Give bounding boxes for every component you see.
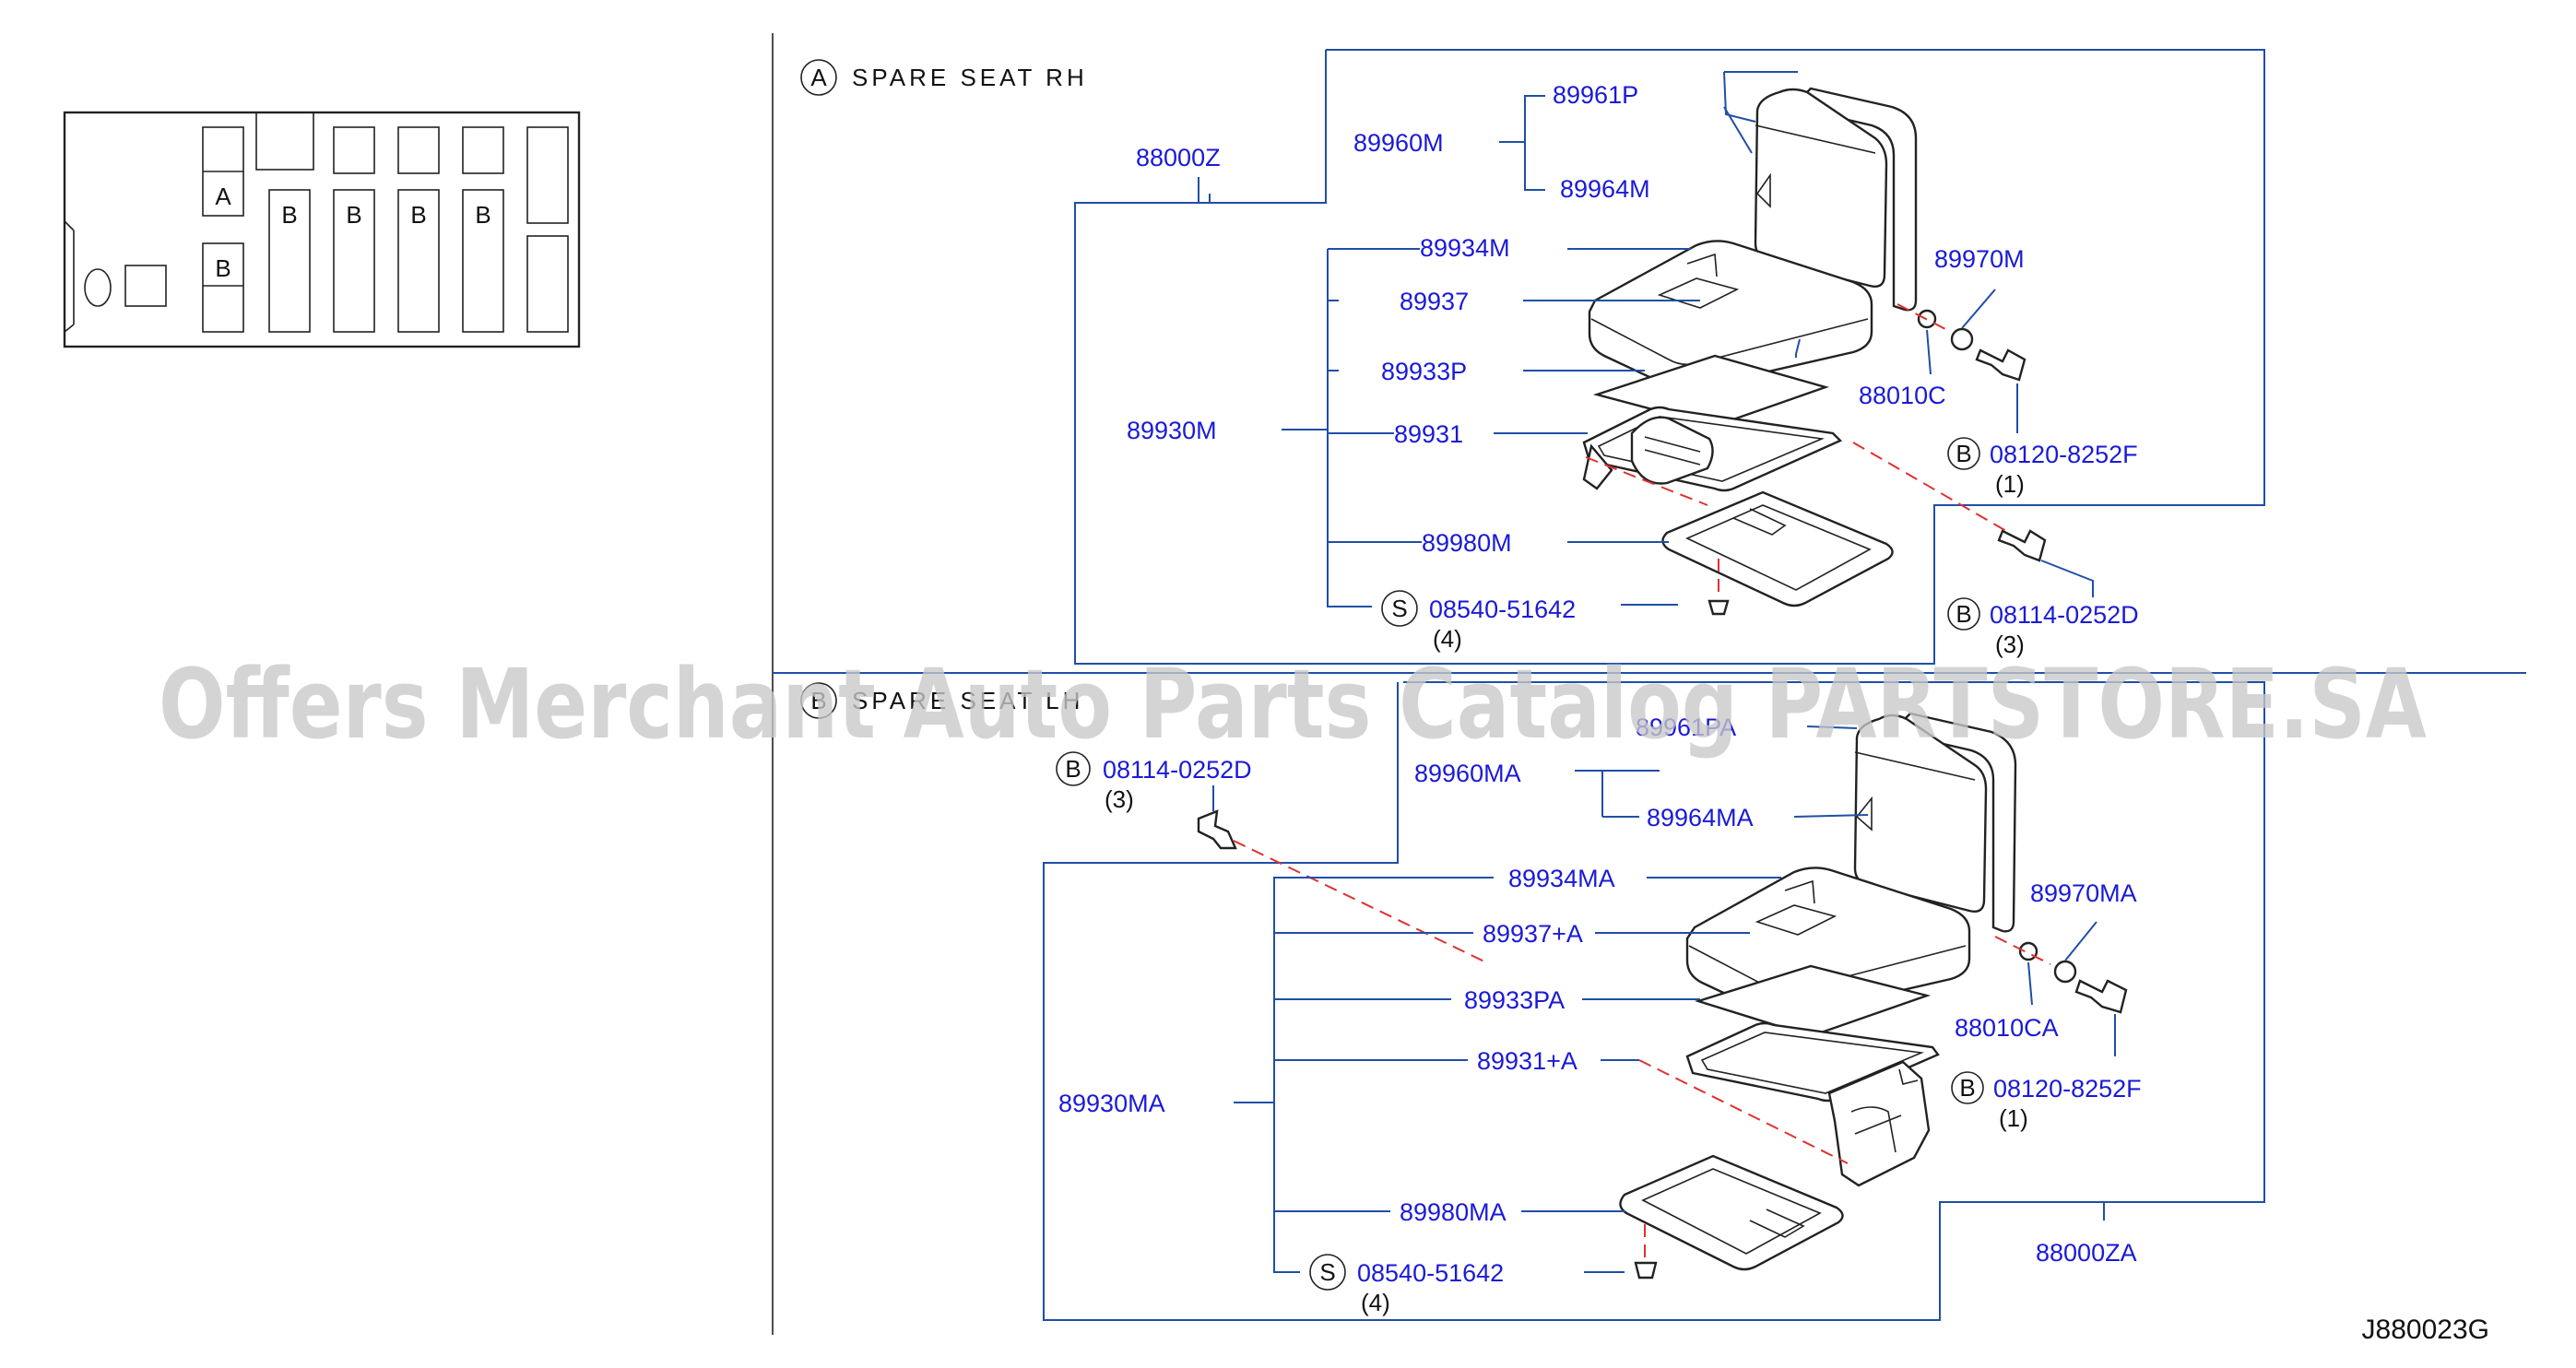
rh-label-assembly: 88000Z — [1136, 144, 1221, 171]
rh-cushion-frame — [1582, 406, 1843, 492]
rh-screw-part: 08540-51642 — [1429, 596, 1576, 623]
lh-screw-badge: S — [1319, 1258, 1335, 1286]
lh-washer-icon — [2018, 941, 2038, 961]
lh-label-cushion-pad: 89933PA — [1464, 986, 1565, 1014]
rh-hinge-nut-icon — [1950, 327, 1974, 351]
rh-bolt-lower-badge: B — [1956, 600, 1971, 628]
rh-bolt-upper-badge: B — [1956, 440, 1971, 467]
lh-cover-plate — [1619, 1154, 1844, 1271]
rh-label-back-pad: 89961P — [1553, 81, 1638, 109]
rh-label-cushion-frame: 89931 — [1394, 420, 1463, 448]
lh-bolt-upper-icon — [2074, 979, 2128, 1014]
rh-screw-icon — [1707, 599, 1730, 616]
lh-label-back-pad: 89961PA — [1636, 713, 1736, 741]
seat-layout-key-map: A B B B B B — [63, 111, 581, 348]
key-label-b3: B — [346, 201, 361, 229]
lh-bolt-lower-icon — [1197, 809, 1237, 850]
rh-label-back: 89960M — [1353, 129, 1444, 157]
lh-label-assembly: 88000ZA — [2036, 1239, 2137, 1267]
key-label-a: A — [215, 183, 231, 210]
lh-bolt-lower-part: 08114-0252D — [1103, 756, 1252, 784]
watermark: Offers Merchant Auto Parts Catalog PARTS… — [159, 648, 2427, 761]
rh-label-cushion-cover: 89937 — [1400, 288, 1469, 315]
rh-label-cover-plate: 89980M — [1422, 529, 1512, 557]
rh-label-hinge: 89970M — [1934, 245, 2025, 273]
section-lh-badge: B — [810, 687, 826, 714]
lh-label-cushion-frame: 89931+A — [1477, 1047, 1578, 1075]
lh-bolt-upper-part: 08120-8252F — [1993, 1075, 2142, 1103]
rh-screw-badge: S — [1391, 595, 1407, 622]
section-rh-title: SPARE SEAT RH — [852, 64, 1088, 91]
rh-bolt-upper-icon — [1975, 348, 2027, 382]
lh-bolt-lower-qty: (3) — [1105, 785, 1134, 813]
lh-label-cushion-group: 89930MA — [1058, 1090, 1165, 1117]
rh-bolt-upper-qty: (1) — [1995, 470, 2025, 498]
rh-label-cushion-group: 89930M — [1127, 417, 1217, 444]
key-label-b4: B — [410, 201, 426, 229]
lh-label-hinge: 89970MA — [2030, 879, 2137, 907]
rh-label-cushion-pad: 89933P — [1381, 358, 1467, 385]
lh-label-cushion-trim: 89934MA — [1508, 865, 1615, 892]
section-rh: A SPARE SEAT RH — [800, 49, 2265, 665]
lh-screw-icon — [1634, 1261, 1658, 1280]
lh-bolt-upper-badge: B — [1959, 1074, 1975, 1102]
key-label-b5: B — [475, 201, 490, 229]
rh-bolt-upper-part: 08120-8252F — [1990, 441, 2138, 468]
lh-cushion-frame — [1685, 1021, 1940, 1187]
lh-screw-part: 08540-51642 — [1357, 1259, 1504, 1287]
rh-seat-back — [1754, 87, 1918, 312]
key-label-b1: B — [215, 254, 230, 282]
lh-label-back: 89960MA — [1414, 760, 1521, 787]
lh-hinge-nut-icon — [2053, 960, 2077, 984]
section-lh-title: SPARE SEAT LH — [852, 687, 1083, 714]
rh-label-back-trim: 89964M — [1560, 175, 1650, 203]
diagram-code: J880023G — [2362, 1315, 2489, 1345]
lh-label-cover-plate: 89980MA — [1400, 1198, 1507, 1226]
rh-bolt-lower-icon — [1997, 529, 2047, 562]
lh-label-washer: 88010CA — [1955, 1014, 2059, 1042]
lh-screw-qty: (4) — [1361, 1289, 1390, 1316]
rh-bolt-lower-qty: (3) — [1995, 631, 2025, 658]
lh-bolt-upper-qty: (1) — [1999, 1104, 2028, 1132]
rh-screw-qty: (4) — [1433, 625, 1462, 653]
section-rh-badge: A — [810, 64, 827, 91]
key-label-b2: B — [281, 201, 297, 229]
lh-label-back-trim: 89964MA — [1647, 804, 1754, 831]
rh-label-washer: 88010C — [1859, 382, 1946, 409]
rh-label-cushion-trim: 89934M — [1420, 234, 1510, 262]
lh-label-cushion-cover: 89937+A — [1483, 920, 1583, 948]
rh-cover-plate — [1661, 490, 1894, 607]
section-lh: B SPARE SEAT LH — [800, 681, 2265, 1321]
lh-seat-back — [1853, 712, 2017, 933]
lh-bolt-lower-badge: B — [1065, 755, 1081, 783]
rh-bolt-lower-part: 08114-0252D — [1990, 601, 2139, 629]
